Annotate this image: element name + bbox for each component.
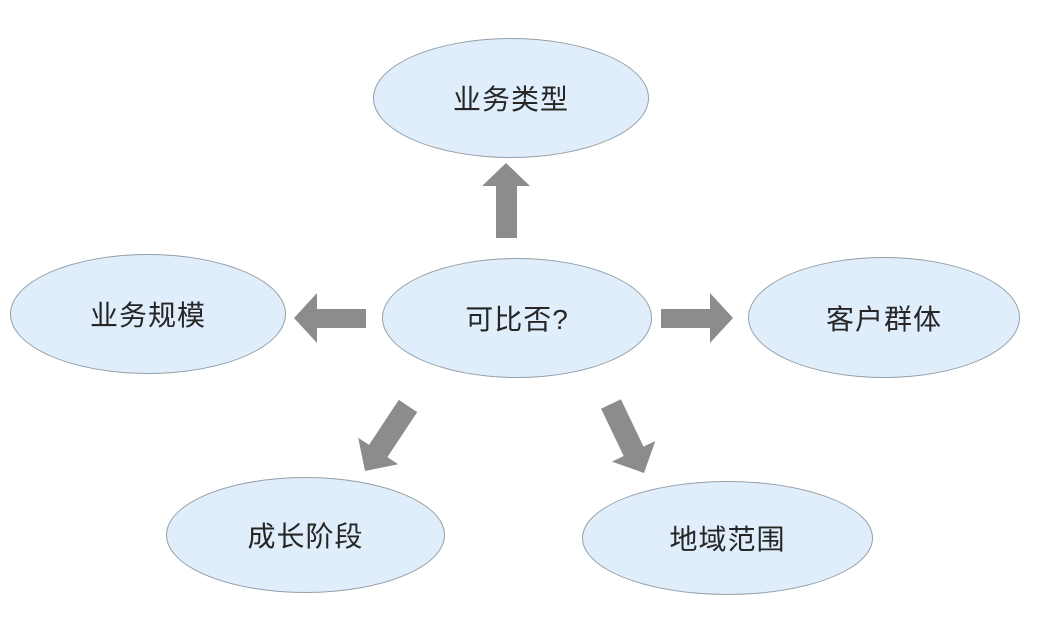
arrow-down-right-icon — [601, 399, 656, 473]
node-geographic-scope: 地域范围 — [582, 481, 873, 595]
node-business-scale: 业务规模 — [10, 254, 286, 374]
node-customer-group-label: 客户群体 — [825, 303, 942, 335]
node-business-type-label: 业务类型 — [452, 84, 569, 115]
arrow-right-icon — [661, 293, 733, 343]
arrow-up-icon — [482, 163, 530, 238]
node-customer-group: 客户群体 — [748, 257, 1020, 378]
node-business-scale-label: 业务规模 — [89, 300, 206, 331]
node-geographic-scope-label: 地域范围 — [669, 524, 786, 555]
node-comparable-question: 可比否? — [382, 258, 652, 378]
arrow-down-left-icon — [358, 399, 418, 471]
node-business-type: 业务类型 — [373, 38, 649, 158]
arrow-left-icon — [294, 293, 366, 343]
node-comparable-question-label: 可比否? — [465, 304, 569, 335]
node-growth-stage-label: 成长阶段 — [247, 521, 364, 552]
node-growth-stage: 成长阶段 — [166, 477, 445, 593]
